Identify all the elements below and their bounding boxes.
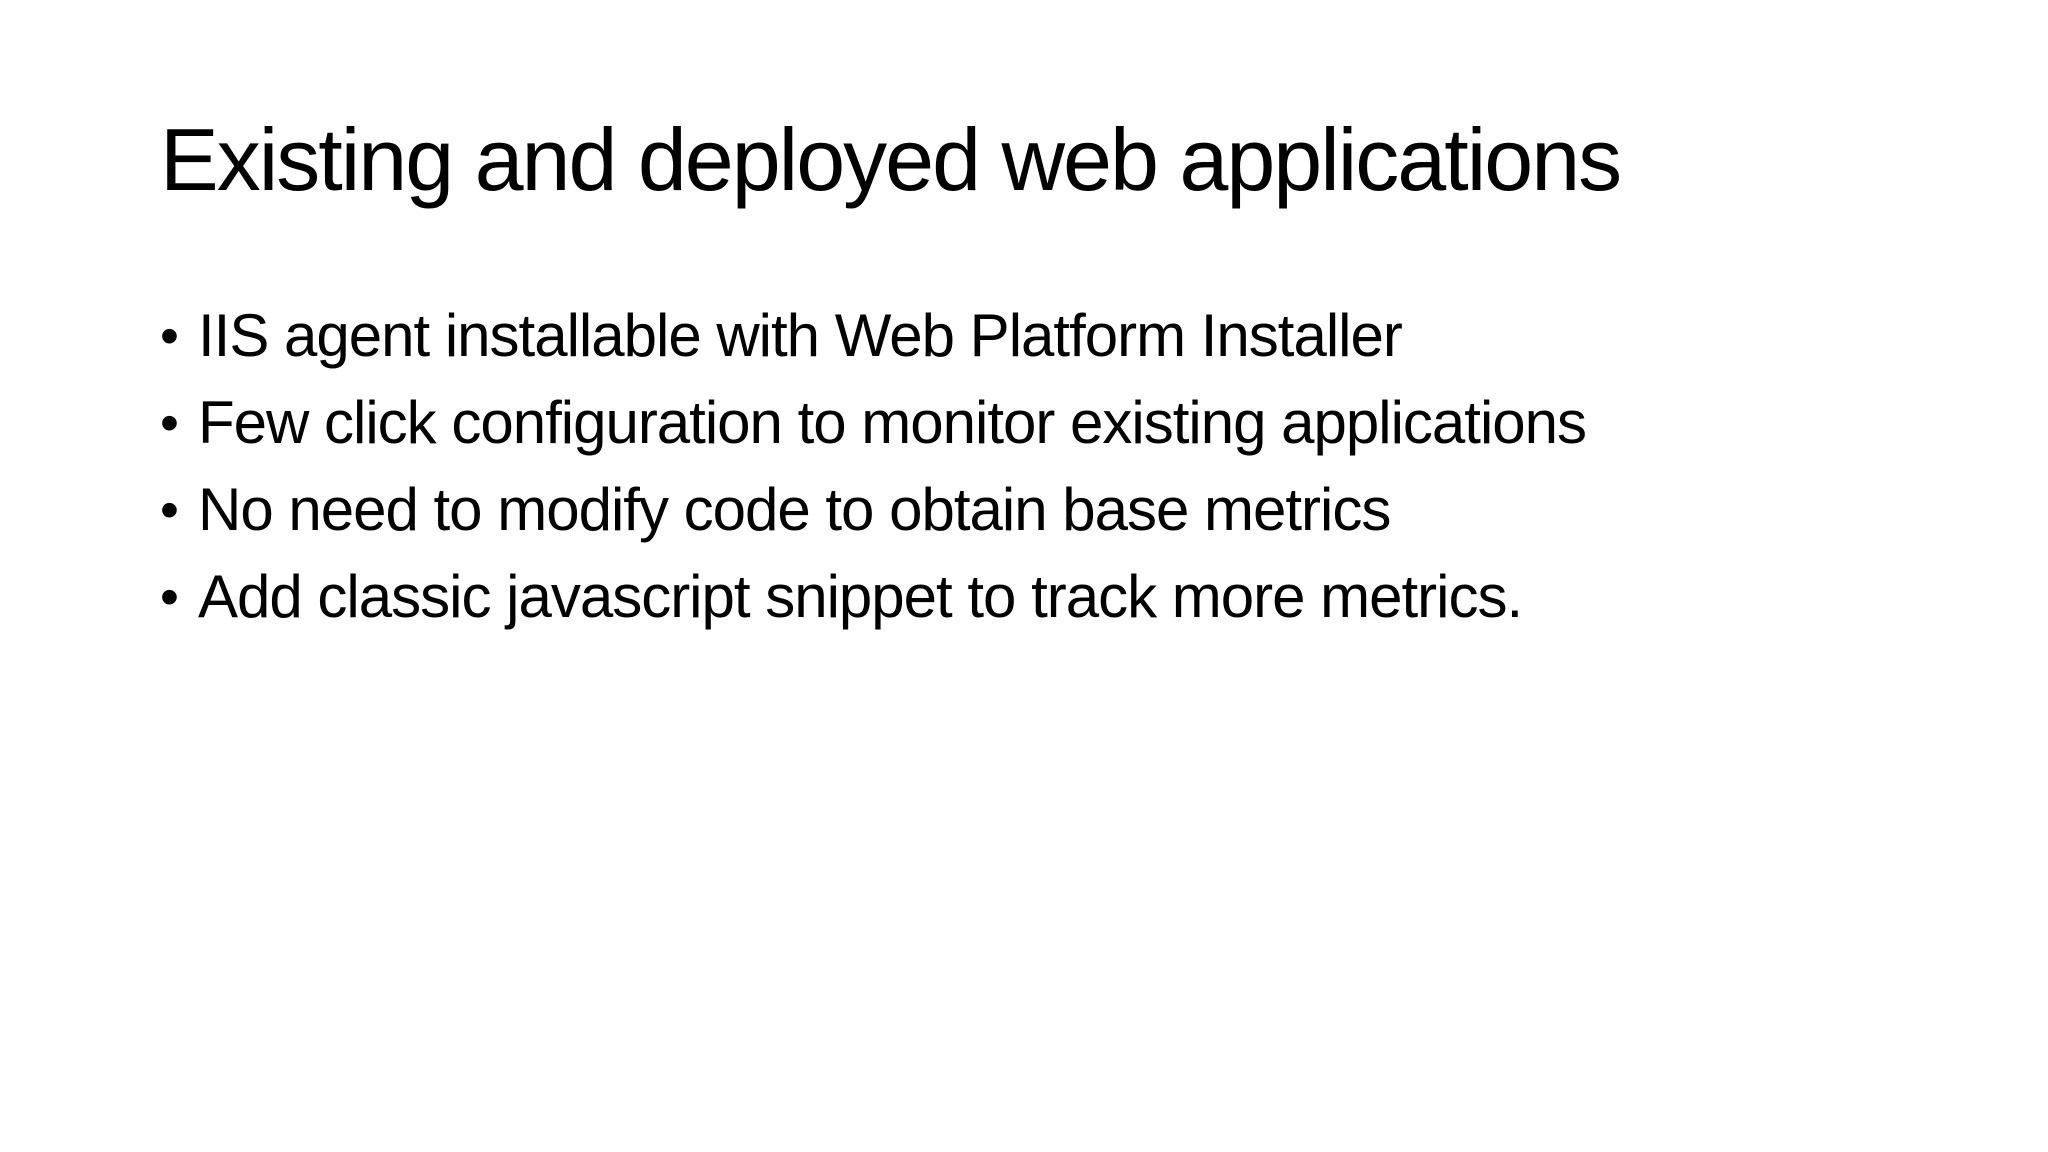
bullet-item: • Add classic javascript snippet to trac… (160, 553, 1586, 640)
bullet-text: Few click configuration to monitor exist… (198, 388, 1587, 456)
bullet-item: • No need to modify code to obtain base … (160, 466, 1586, 553)
bullet-item: • Few click configuration to monitor exi… (160, 379, 1587, 466)
slide-title: Existing and deployed web applications (160, 110, 1622, 209)
bullet-icon: • (160, 305, 179, 366)
bullet-icon: • (160, 566, 179, 627)
bullet-text: No need to modify code to obtain base me… (198, 475, 1391, 543)
bullet-text: IIS agent installable with Web Platform … (198, 301, 1403, 369)
bullet-icon: • (160, 392, 179, 453)
bullet-list: • IIS agent installable with Web Platfor… (160, 292, 1587, 640)
bullet-icon: • (160, 479, 179, 540)
bullet-item: • IIS agent installable with Web Platfor… (160, 292, 1586, 379)
bullet-text: Add classic javascript snippet to track … (198, 562, 1523, 630)
